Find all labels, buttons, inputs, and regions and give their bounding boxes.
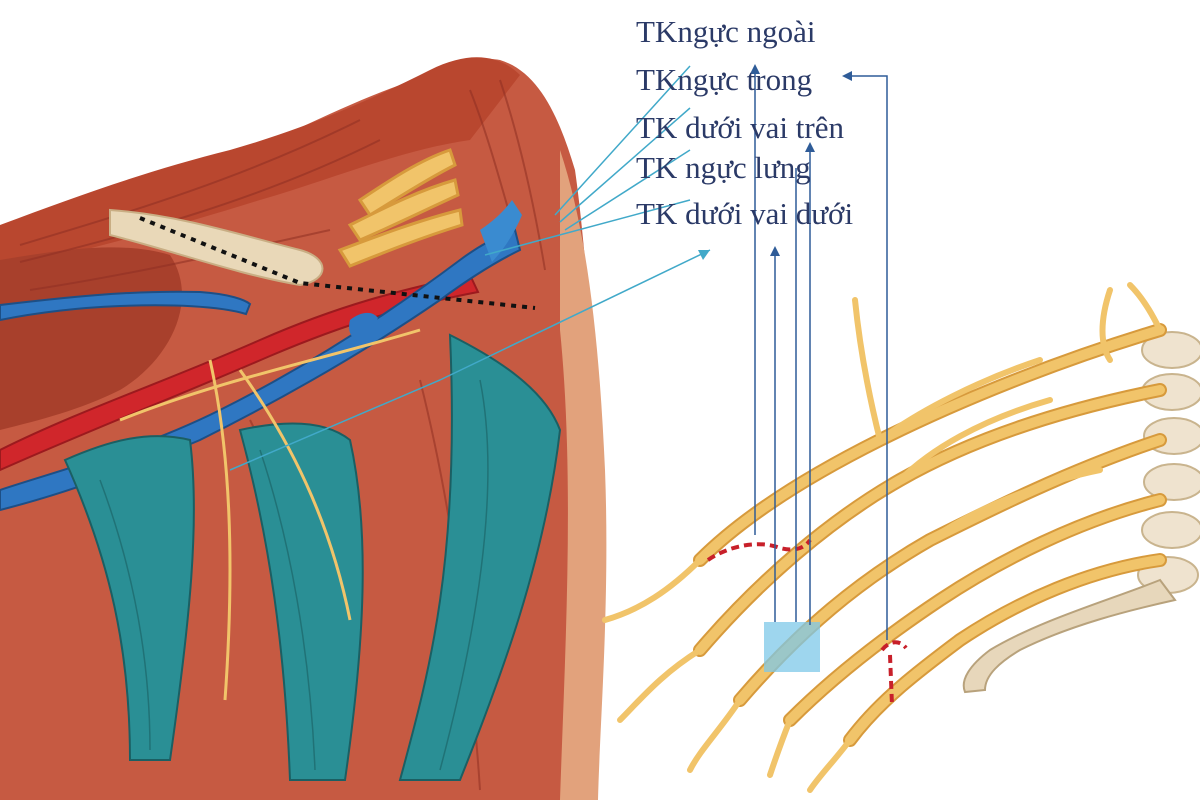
label-medial-pectoral-nerve: TKngực trong	[636, 62, 813, 97]
label-upper-subscapular-nerve: TK dưới vai trên	[636, 110, 844, 145]
cephalic-vein-stub	[349, 312, 378, 342]
arrowhead	[842, 71, 852, 81]
label-lateral-pectoral-nerve: TKngực ngoài	[636, 14, 816, 49]
dotted-reference-line	[139, 216, 536, 310]
arrowhead	[750, 64, 760, 74]
subscapularis-muscle	[398, 333, 562, 781]
vein-branch	[480, 200, 522, 262]
shoulder-dissection-illustration	[0, 57, 607, 800]
right-border-tissue	[560, 150, 607, 800]
cut-marks	[706, 538, 908, 706]
latissimus-muscle	[238, 422, 364, 781]
highlight-box	[764, 622, 820, 672]
brachial-plexus-cords	[337, 148, 464, 268]
plexus-nerves	[602, 282, 1167, 793]
first-rib	[962, 578, 1177, 694]
arrowhead	[770, 246, 780, 256]
arrow-to-medial-pectoral	[848, 75, 888, 640]
pointer-arrowhead	[698, 250, 710, 260]
subclavian-vein	[0, 290, 252, 322]
label-thoracodorsal-nerve: TK ngực lưng	[636, 150, 811, 185]
vertebral-column	[1137, 331, 1200, 594]
arrowhead	[805, 142, 815, 152]
teres-major-muscle	[63, 435, 195, 761]
label-lower-subscapular-nerve: TK dưới vai dưới	[636, 196, 854, 231]
brachial-plexus-illustration	[602, 282, 1200, 793]
arrow-lines	[754, 70, 888, 640]
label-pointer-lines	[229, 65, 711, 471]
